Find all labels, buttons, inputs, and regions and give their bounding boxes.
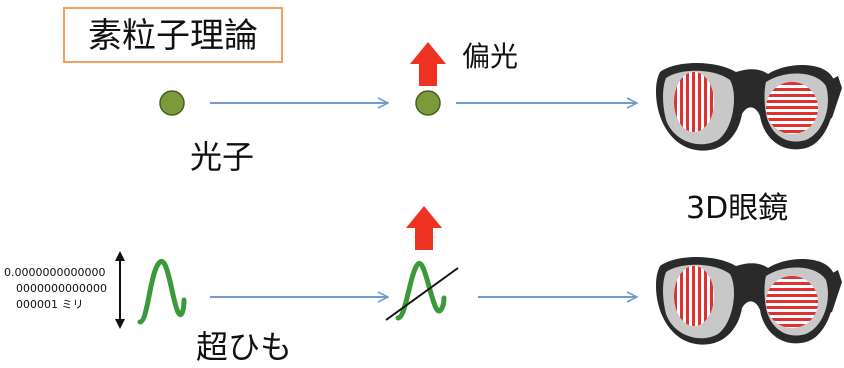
superstring-label: 超ひも	[196, 328, 292, 366]
blocked-slash	[385, 267, 459, 321]
title-text: 素粒子理論	[88, 16, 258, 56]
string-polarizer-up-arrow-icon	[406, 206, 442, 250]
3d-glasses-label: 3D眼鏡	[686, 191, 788, 226]
superstring-wave-icon	[137, 259, 187, 325]
title-box	[63, 7, 283, 63]
size-line-3: 000001 ミリ	[16, 298, 84, 311]
size-line-2: 0000000000000	[16, 282, 107, 295]
size-line-1: 0.0000000000000	[4, 266, 105, 279]
3d-glasses-icon-bottom	[656, 257, 842, 345]
polarized-photon-dot-icon	[415, 90, 441, 116]
polarizer-up-arrow-icon	[410, 42, 446, 86]
3d-glasses-icon-top	[656, 63, 842, 151]
photon-label: 光子	[190, 138, 254, 176]
polarization-label: 偏光	[462, 40, 518, 73]
photon-dot-icon	[159, 90, 185, 116]
blocked-superstring-wave-icon	[395, 261, 447, 321]
